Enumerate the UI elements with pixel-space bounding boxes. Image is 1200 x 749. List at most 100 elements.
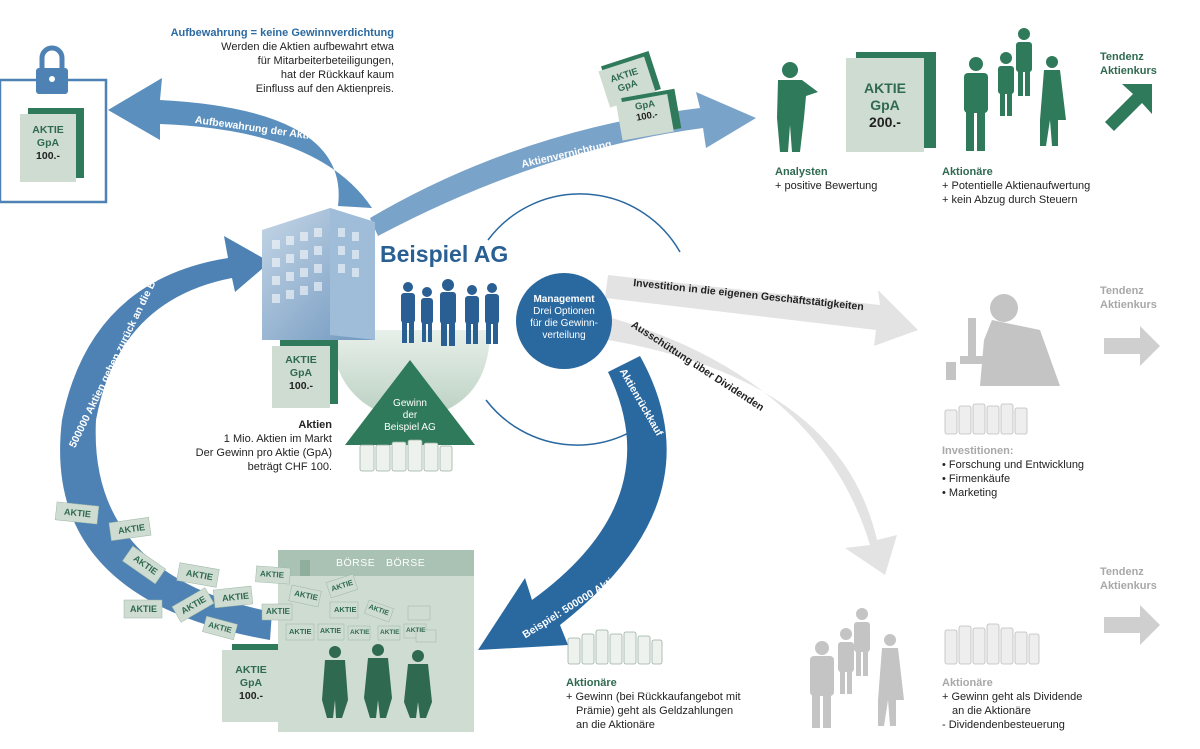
- flying-share-label-10: AKTIE: [266, 607, 290, 616]
- shareholders-top-line-1: + Potentielle Aktienaufwertung: [942, 180, 1091, 192]
- share-card-large: [846, 52, 936, 152]
- investment-list: Forschung und Entwicklung Firmenkäufe Ma…: [942, 458, 1122, 500]
- management-ring-bottom: [485, 399, 661, 446]
- exchange-sign-1: BÖRSE: [336, 557, 376, 569]
- trend-middle-line-2: Aktienkurs: [1100, 299, 1157, 311]
- flying-share-label-9: AKTIE: [259, 569, 285, 580]
- analysts-info: Analysten + positive Bewertung: [775, 165, 925, 193]
- flying-share-label-7: AKTIE: [221, 590, 250, 604]
- researcher-icon: [946, 294, 1060, 386]
- share-card-building-text: AKTIE GpA 100.-: [272, 354, 330, 393]
- share-card-building-line2: GpA: [289, 367, 313, 379]
- analysts-line-1: + positive Bewertung: [775, 180, 878, 192]
- safekeeping-line-2: für Mitarbeiterbeteiligungen,: [257, 55, 394, 67]
- management-line-3: verteilung: [542, 330, 586, 341]
- analyst-icon: [777, 62, 818, 152]
- management-people-icon: [401, 279, 499, 346]
- management-ring-top: [487, 193, 681, 253]
- dividends-line-3: - Dividendenbesteuerung: [942, 719, 1065, 731]
- building-icon: [262, 208, 375, 340]
- safekeeping-note: Aufbewahrung = keine Gewinnverdichtung W…: [168, 26, 394, 96]
- exchange-building-icon: [278, 550, 474, 732]
- share-card-large-value: 200.-: [869, 114, 901, 130]
- profit-line-3: Beispiel AG: [384, 422, 436, 433]
- share-card-exchange: [222, 644, 290, 722]
- analysts-title: Analysten: [775, 166, 828, 178]
- trend-neutral-arrow-icon-1: [1104, 326, 1160, 366]
- investment-item-marketing: Marketing: [942, 486, 1122, 500]
- share-card-building-value: 100.-: [289, 380, 313, 392]
- trend-top-line-1: Tendenz: [1100, 51, 1144, 63]
- share-card-safekeeping-value: 100.-: [36, 150, 60, 162]
- trend-bottom-line-1: Tendenz: [1100, 566, 1144, 578]
- share-card-exchange-line2: GpA: [239, 677, 263, 689]
- share-card-safekeeping-line2: GpA: [36, 137, 60, 149]
- buyback-arrow: [478, 356, 667, 650]
- flying-share-label-13: AKTIE: [334, 605, 357, 614]
- flying-share-label-15: AKTIE: [289, 627, 312, 636]
- trend-label-bottom: Tendenz Aktienkurs: [1100, 565, 1157, 593]
- dividends-line-2: an die Aktionäre: [952, 705, 1031, 717]
- safekeeping-arrow: [108, 78, 372, 208]
- management-text: Management Drei Optionen für die Gewinn-…: [524, 294, 604, 342]
- share-card-flying-2: [615, 88, 682, 141]
- flying-share-label-16: AKTIE: [320, 628, 341, 635]
- dividends-title: Aktionäre: [942, 677, 993, 689]
- investment-item-research: Forschung und Entwicklung: [942, 458, 1122, 472]
- trend-neutral-arrow-icon-2: [1104, 605, 1160, 645]
- dividends-arrow: [608, 318, 897, 575]
- safekeeping-line-3: hat der Rückkauf kaum: [280, 69, 394, 81]
- buyback-line-1: + Gewinn (bei Rückkaufangebot mit: [566, 691, 741, 703]
- safekeeping-title: Aufbewahrung = keine Gewinnverdichtung: [170, 27, 394, 39]
- management-title: Management: [533, 294, 595, 305]
- investment-arrow: [605, 275, 918, 346]
- share-card-exchange-value: 100.-: [239, 690, 263, 702]
- trend-top-line-2: Aktienkurs: [1100, 65, 1157, 77]
- padlock-icon: [36, 45, 68, 94]
- safekeeping-line-4: Einfluss auf den Aktienpreis.: [255, 83, 394, 95]
- profit-line-2: der: [402, 410, 418, 421]
- profit-line-1: Gewinn: [393, 398, 427, 409]
- investment-title: Investitionen:: [942, 445, 1014, 457]
- shares-info-line-2: Der Gewinn pro Aktie (GpA): [195, 447, 332, 459]
- shareholders-top-icon: [964, 28, 1066, 151]
- buyback-title: Aktionäre: [566, 677, 617, 689]
- share-card-safekeeping-line1: AKTIE: [32, 124, 64, 136]
- share-card-large-line2: GpA: [870, 97, 900, 113]
- company-name: Beispiel AG: [380, 241, 509, 267]
- shareholders-dividends-icon: [810, 608, 904, 728]
- trend-up-arrow-icon: [1105, 84, 1152, 131]
- management-line-2: für die Gewinn-: [530, 318, 598, 329]
- share-card-building-line1: AKTIE: [285, 354, 317, 366]
- shares-info: Aktien 1 Mio. Aktien im Markt Der Gewinn…: [150, 418, 332, 474]
- dividends-line-1: + Gewinn geht als Dividende: [942, 691, 1083, 703]
- trend-label-top: Tendenz Aktienkurs: [1100, 50, 1157, 78]
- flying-share-label-17: AKTIE: [350, 629, 370, 636]
- trend-bottom-line-2: Aktienkurs: [1100, 580, 1157, 592]
- share-card-safekeeping-text: AKTIE GpA 100.-: [20, 124, 76, 163]
- traders-icon: [322, 644, 432, 718]
- flying-share-label-5: AKTIE: [130, 604, 157, 614]
- dividends-info: Aktionäre + Gewinn geht als Dividende an…: [942, 676, 1132, 732]
- trend-middle-line-1: Tendenz: [1100, 285, 1144, 297]
- share-card-building: [272, 340, 338, 408]
- share-card-safekeeping: [20, 108, 84, 182]
- shares-info-line-1: 1 Mio. Aktien im Markt: [223, 433, 332, 445]
- coins-dividends-icon: [944, 623, 1040, 665]
- shareholders-top-info: Aktionäre + Potentielle Aktienaufwertung…: [942, 165, 1112, 207]
- flying-share-label-18: AKTIE: [380, 629, 400, 636]
- buyback-line-2: Prämie) geht als Geldzahlungen: [576, 705, 734, 717]
- investment-info: Investitionen: Forschung und Entwicklung…: [942, 444, 1122, 500]
- share-card-large-line1: AKTIE: [864, 80, 906, 96]
- flying-share-label-1: AKTIE: [63, 506, 92, 520]
- flying-shares: [54, 501, 437, 643]
- management-line-1: Drei Optionen: [533, 306, 595, 317]
- share-card-large-text: AKTIE GpA 200.-: [846, 80, 924, 131]
- buyback-line-3: an die Aktionäre: [576, 719, 655, 731]
- flying-share-label-19: AKTIE: [406, 627, 426, 634]
- coins-investment-icon: [944, 403, 1028, 435]
- trend-label-middle: Tendenz Aktienkurs: [1100, 284, 1157, 312]
- shareholders-top-title: Aktionäre: [942, 166, 993, 178]
- destruction-arrow: [370, 92, 756, 236]
